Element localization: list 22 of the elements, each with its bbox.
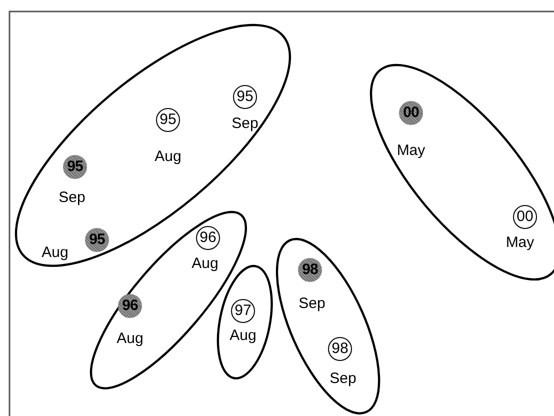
month-label: Aug	[230, 328, 256, 343]
month-label: Aug	[192, 256, 218, 271]
year-marker: 96	[196, 226, 220, 250]
month-label: May	[506, 234, 534, 250]
month-label: Aug	[154, 148, 182, 164]
month-label: May	[396, 142, 426, 158]
month-label: Sep	[298, 296, 326, 311]
filled-year-marker: 96	[118, 294, 142, 318]
month-label: Aug	[42, 244, 68, 260]
month-label: Sep	[330, 370, 356, 386]
year-marker: 97	[230, 298, 255, 323]
filled-year-marker: 00	[398, 100, 423, 125]
filled-year-marker: 95	[84, 228, 109, 252]
year-marker: 00	[512, 204, 537, 229]
year-marker: 95	[232, 84, 257, 109]
year-marker: 98	[328, 336, 352, 361]
filled-year-marker: 95	[62, 154, 87, 179]
month-label: Aug	[116, 330, 144, 346]
month-label: Sep	[232, 116, 258, 131]
filled-year-marker: 98	[298, 258, 322, 282]
year-marker: 95	[156, 108, 180, 132]
month-label: Sep	[58, 190, 86, 205]
